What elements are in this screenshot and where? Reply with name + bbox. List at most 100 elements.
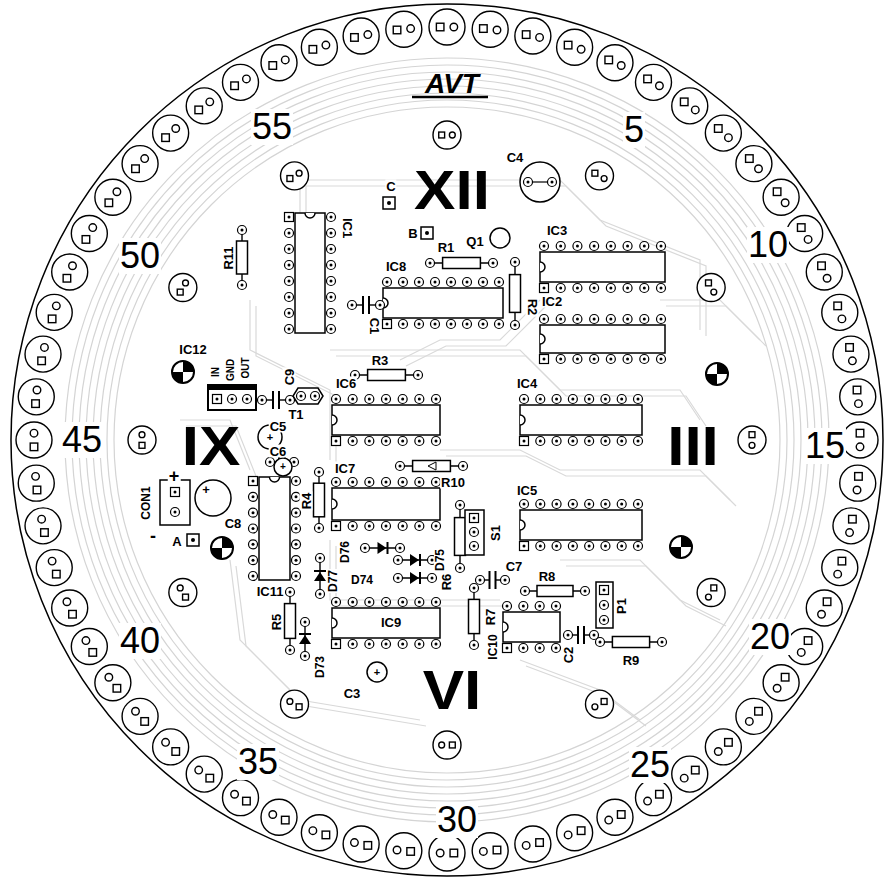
pad-round	[493, 26, 501, 34]
ic-notch	[540, 334, 545, 344]
ic-pin	[327, 213, 336, 222]
pin-hole	[661, 641, 664, 644]
pin-hole	[335, 481, 338, 484]
ic-pin	[327, 325, 336, 334]
led-pad	[122, 698, 158, 734]
ic-outline	[520, 405, 642, 435]
pad-round	[617, 62, 625, 70]
ic-pin	[415, 640, 424, 649]
part-label: R3	[371, 354, 390, 367]
ic-pin	[394, 574, 403, 583]
ic-pin	[456, 501, 465, 510]
pin-hole	[295, 559, 298, 562]
pin-hole	[555, 545, 558, 548]
ic-pin	[568, 500, 577, 509]
ic-pin	[398, 395, 407, 404]
pad-square	[177, 289, 183, 295]
led-pad	[223, 64, 259, 100]
ic-pin	[590, 284, 599, 293]
ic-pin	[573, 355, 582, 364]
part-label: IC4	[516, 377, 538, 390]
part-label: B	[407, 227, 418, 240]
ic-outline	[540, 252, 665, 282]
pin-hole	[543, 287, 546, 290]
ic-notch	[520, 520, 525, 530]
led-pad	[515, 826, 551, 862]
pad-round	[48, 557, 56, 565]
pad-round	[206, 98, 214, 106]
pad-square	[407, 848, 415, 856]
ic-pin	[536, 395, 545, 404]
pad-square	[522, 31, 530, 39]
part-label: T1	[287, 408, 304, 421]
copper-trace	[300, 180, 700, 330]
pad-square	[749, 432, 755, 438]
led-pad	[472, 11, 508, 47]
ic-pin	[415, 522, 424, 531]
ic-outline	[540, 325, 665, 353]
part-label: C6	[269, 445, 288, 458]
pin-hole	[450, 281, 453, 284]
ic-pin	[348, 598, 357, 607]
regulator-tab	[208, 385, 256, 390]
ic-pin	[479, 278, 488, 287]
copper-trace	[306, 186, 706, 336]
pin-hole	[288, 216, 291, 219]
pin-hole	[295, 543, 298, 546]
led-pad	[18, 379, 54, 415]
copper-trace	[230, 560, 420, 720]
regulator-outline	[208, 385, 256, 410]
pad-square	[564, 41, 572, 49]
pad-square	[393, 26, 401, 34]
part-label: C1	[368, 317, 381, 336]
mounting-hole	[172, 361, 194, 383]
ic-pin	[428, 574, 437, 583]
hour-numeral: III	[666, 418, 720, 474]
pad-round	[577, 46, 585, 54]
pin-hole	[300, 395, 303, 398]
pad-square	[853, 386, 861, 394]
ic-outline	[332, 608, 440, 638]
ic-pin	[540, 242, 549, 251]
resistor-symbol	[455, 518, 466, 556]
pin-hole	[418, 398, 421, 401]
ic-pin	[503, 602, 512, 611]
pad-round	[706, 594, 712, 600]
capacitor-plate	[495, 571, 497, 589]
ic-pin	[634, 500, 643, 509]
diode-symbol	[378, 542, 387, 554]
pin-hole	[397, 577, 400, 580]
ic-pin	[348, 395, 357, 404]
pad-round	[644, 797, 652, 805]
pad-square	[644, 75, 652, 83]
minute-number: 20	[749, 619, 791, 655]
pin-hole	[252, 575, 255, 578]
transistor-outline	[293, 388, 323, 404]
ic-pin	[634, 542, 643, 551]
diode-symbol	[314, 572, 326, 581]
pin-hole	[593, 358, 596, 361]
pad-round	[351, 839, 359, 847]
pin-hole	[269, 461, 272, 464]
led-pad	[597, 799, 633, 835]
pin-hole	[434, 281, 437, 284]
pad-round	[139, 432, 145, 438]
resistor-symbol	[413, 461, 451, 472]
ic-pin	[365, 437, 374, 446]
capacitor-plate	[577, 626, 579, 644]
pin-hole	[604, 503, 607, 506]
pad-square	[82, 236, 90, 244]
ic-pin	[365, 640, 374, 649]
ic-pin	[606, 242, 615, 251]
ic-pin	[657, 242, 666, 251]
pin-hole	[399, 465, 402, 468]
pin-hole	[402, 323, 405, 326]
led-pad	[763, 179, 799, 215]
ic-pin	[489, 259, 498, 268]
pin-hole	[418, 525, 421, 528]
pad-square	[243, 797, 251, 805]
pad-round	[269, 811, 277, 819]
pin-hole	[379, 304, 382, 307]
led-pad	[586, 162, 614, 190]
ic-pin	[432, 437, 441, 446]
